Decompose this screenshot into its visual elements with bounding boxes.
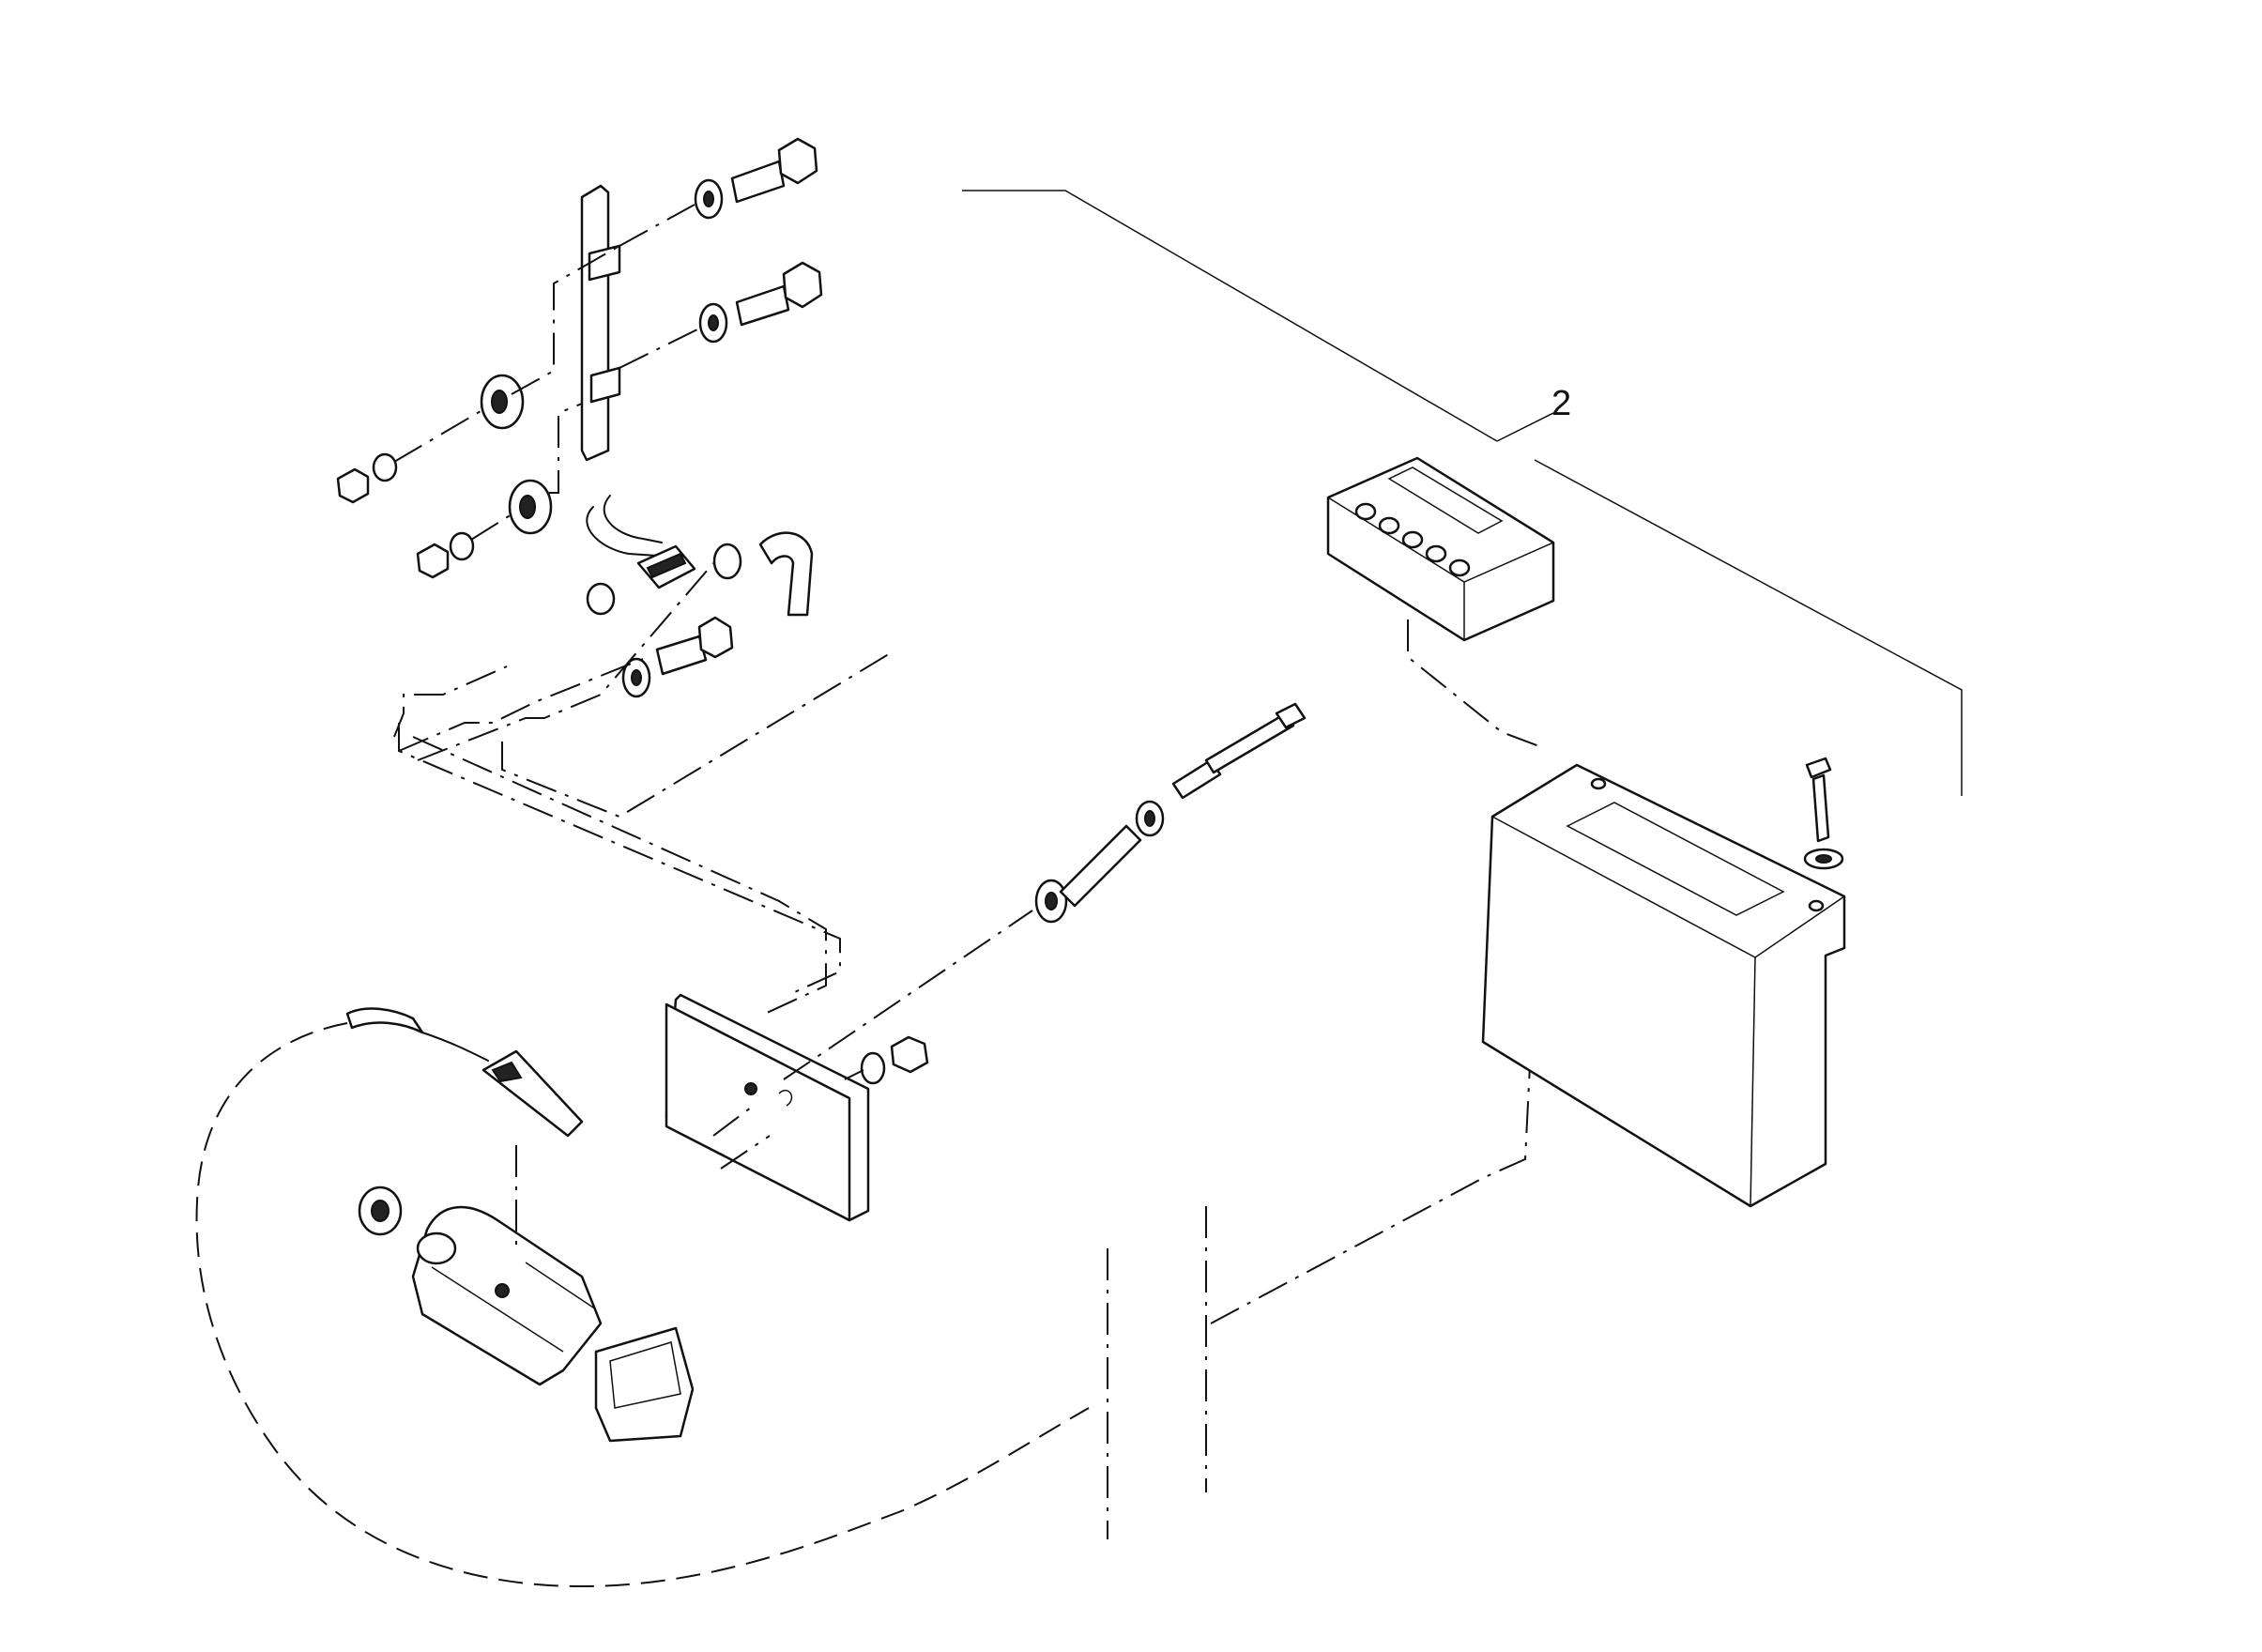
- dash-bushing-leaders: [393, 204, 700, 541]
- callout-2-bracket: 2: [962, 190, 1963, 796]
- mounting-plate: [665, 910, 1033, 1222]
- lamp-assembly: [358, 1049, 695, 1443]
- bolt-upper-1: [694, 137, 818, 220]
- main-housing-box: [1481, 763, 1846, 1208]
- mounting-rod: [580, 184, 663, 557]
- bolt-lower: [621, 616, 734, 698]
- vertical-leaders: [1107, 1064, 1531, 1539]
- display-control-unit: [1326, 456, 1555, 747]
- hose-leaders: [393, 562, 714, 761]
- plate-nut: [844, 1035, 929, 1085]
- bushing-1: [336, 374, 525, 504]
- sensor-connector: [1034, 702, 1307, 924]
- wire-harness: [195, 1007, 1090, 1588]
- bushing-2: [416, 479, 553, 579]
- hose-clamps: [586, 531, 814, 617]
- bolt-upper-2: [698, 261, 823, 344]
- callout-2-label: 2: [1551, 384, 1571, 423]
- frame-outline: [398, 651, 893, 1015]
- housing-screw: [1803, 757, 1844, 870]
